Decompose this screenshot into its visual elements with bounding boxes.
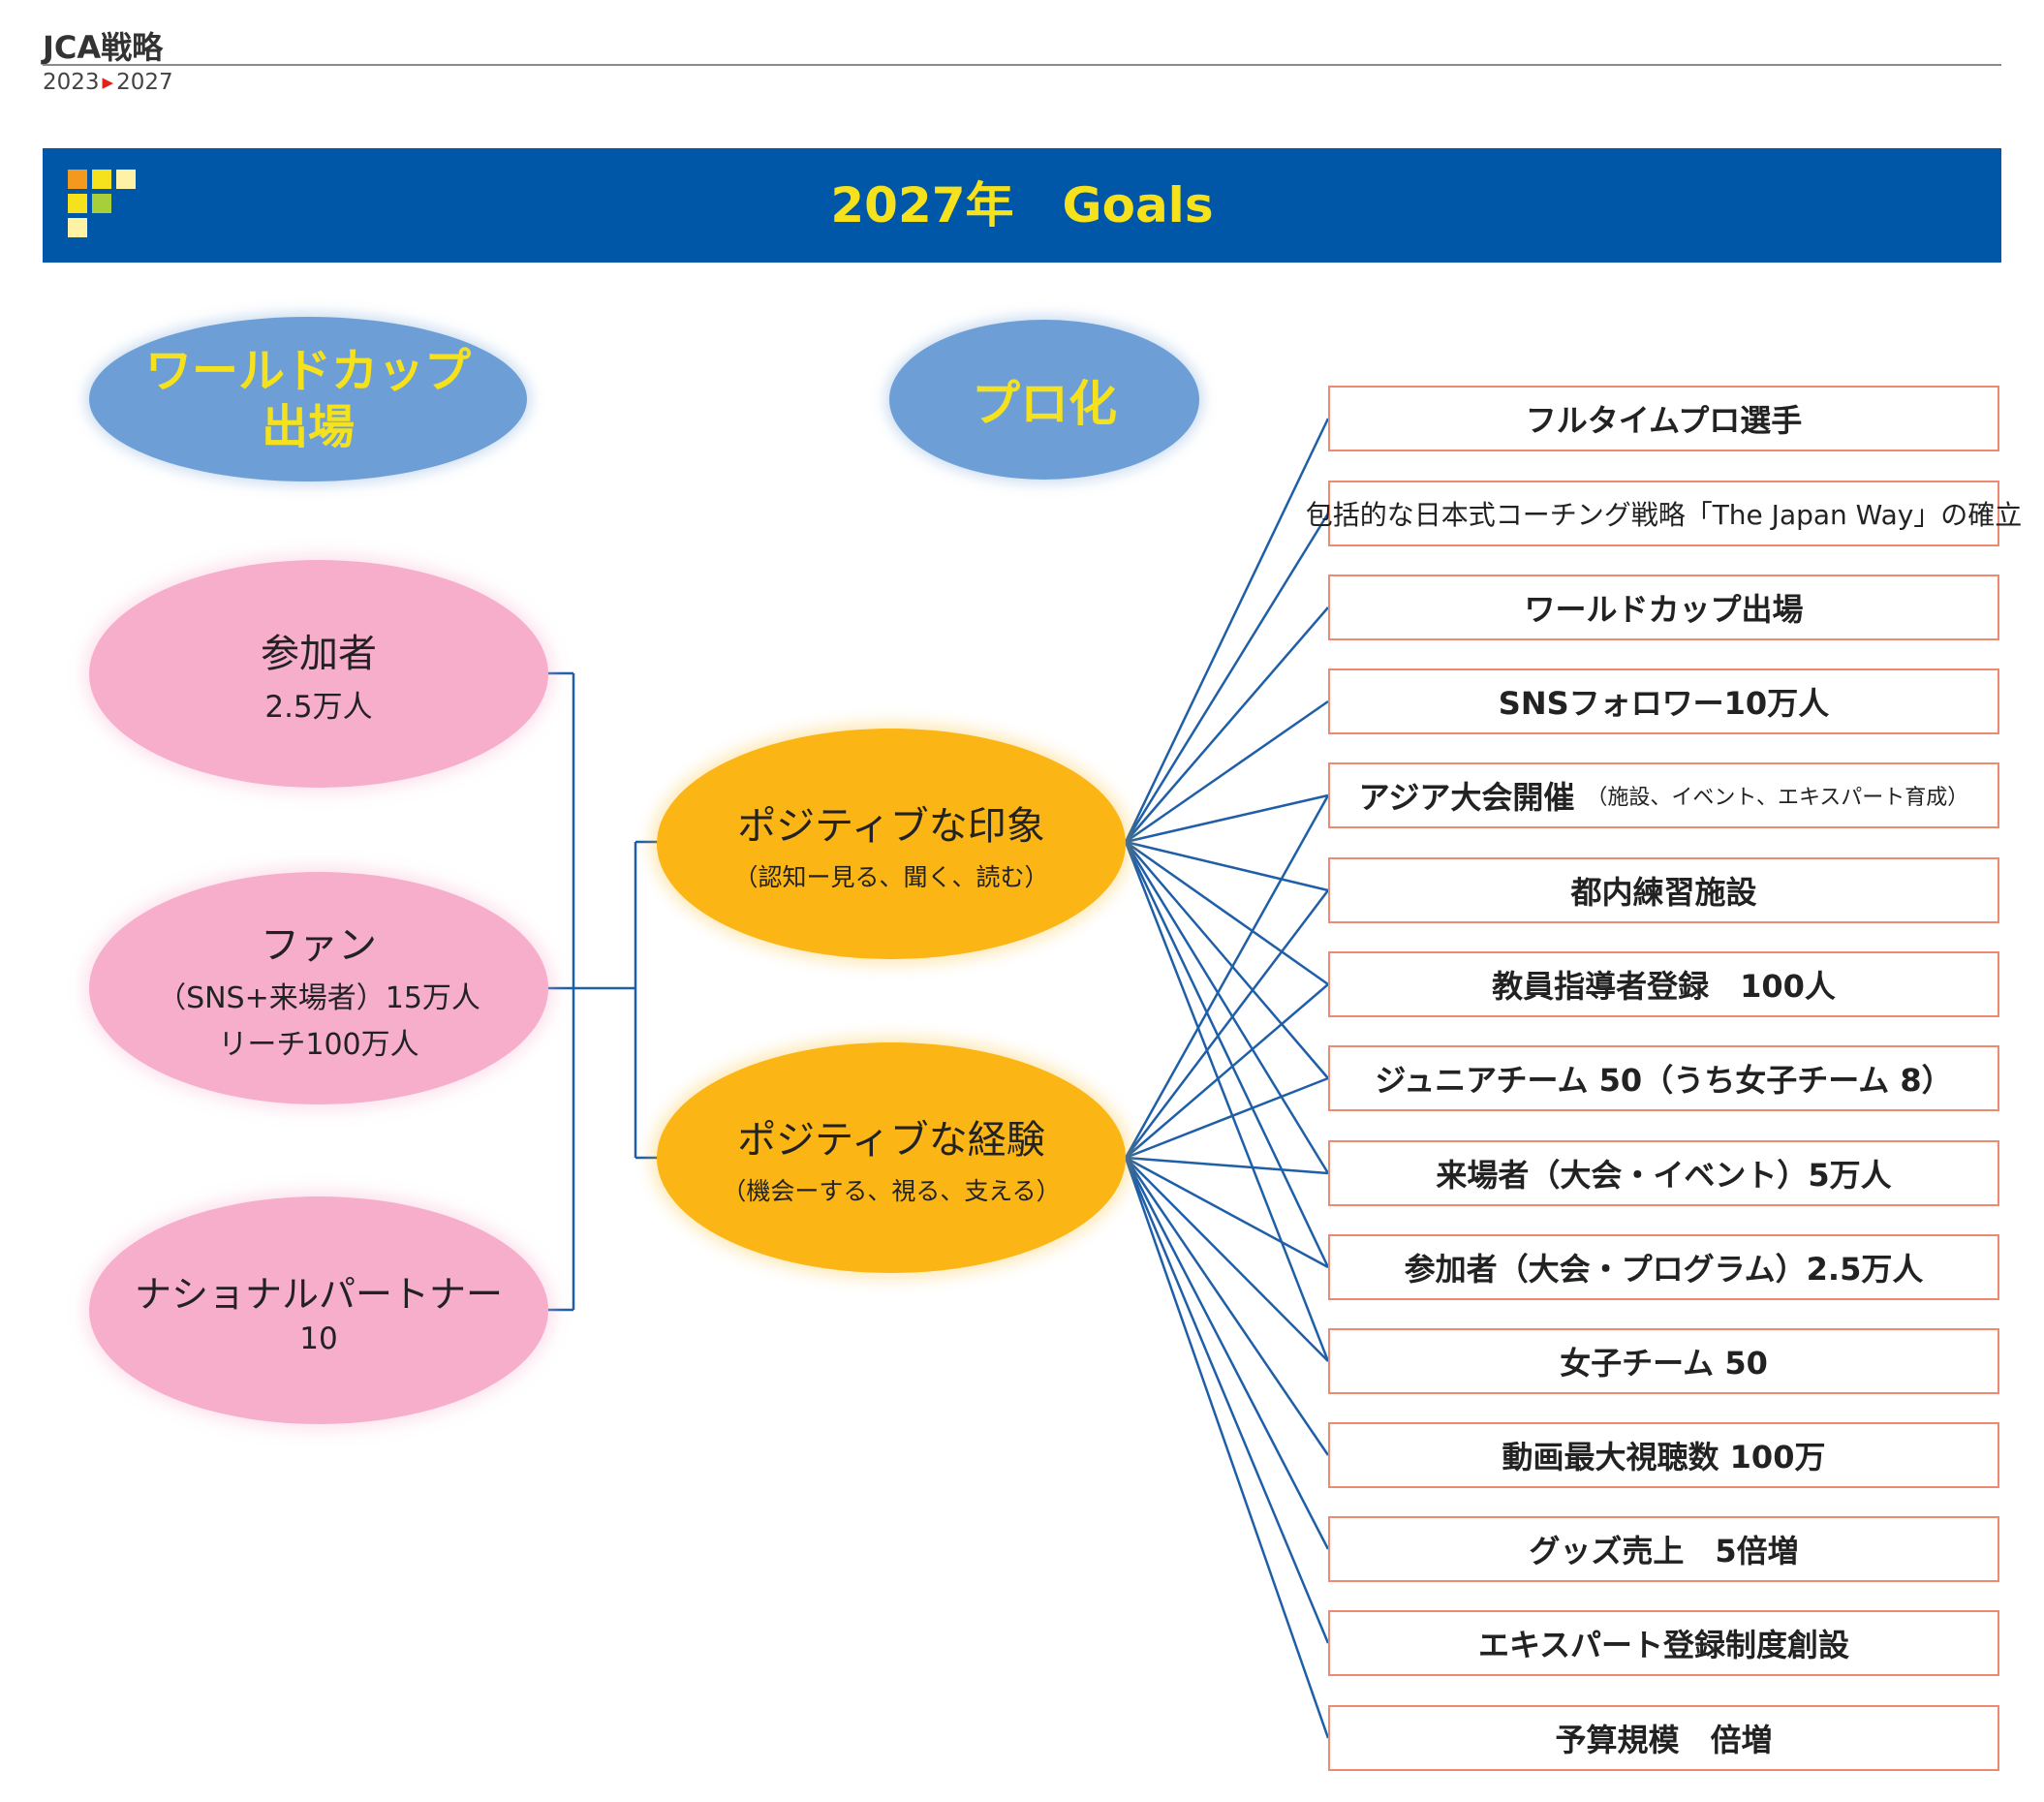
goal-text: 女子チーム 50 <box>1560 1345 1768 1382</box>
connector-line <box>1124 841 1330 1174</box>
audience-name: ナショナルパートナー <box>134 1273 503 1316</box>
connector-line <box>1124 841 1330 1362</box>
goal-box-video-views: 動画最大視聴数 100万 <box>1328 1422 1999 1488</box>
audience-count: （SNS+来場者）15万人 <box>157 981 480 1015</box>
connector-line <box>1125 1076 1329 1160</box>
experience-name: ポジティブな経験 <box>737 1118 1045 1163</box>
connector-line <box>1125 1156 1329 1175</box>
goal-box-spectators: 来場者（大会・イベント）5万人 <box>1328 1140 1999 1206</box>
connector-line <box>1124 513 1330 843</box>
connector-line <box>1125 840 1329 986</box>
goal-oval-pro: プロ化 <box>889 320 1199 480</box>
audience-oval-participants: 参加者 2.5万人 <box>89 560 548 788</box>
goal-note: （施設、イベント、エキスパート育成） <box>1586 786 1969 810</box>
goal-text: グッズ売上 5倍増 <box>1529 1533 1799 1569</box>
connector-line <box>1124 418 1330 843</box>
connector-line <box>1125 1157 1329 1362</box>
goal-box-tokyo-facility: 都内練習施設 <box>1328 857 1999 923</box>
goal-box-merch-sales: グッズ売上 5倍増 <box>1328 1516 1999 1582</box>
experience-name: ポジティブな印象 <box>737 804 1045 849</box>
connector-line <box>1125 983 1329 1159</box>
goal-text: 参加者（大会・プログラム）2.5万人 <box>1404 1251 1924 1288</box>
goal-text: 包括的な日本式コーチング戦略「The Japan Way」の確立 <box>1305 499 2023 531</box>
goal-box-fulltime-pro: フルタイムプロ選手 <box>1328 386 1999 451</box>
connector-line <box>1124 1157 1330 1739</box>
goal-box-asia-tournament: アジア大会開催 （施設、イベント、エキスパート育成） <box>1328 762 1999 828</box>
audience-oval-partners: ナショナルパートナー 10 <box>89 1196 548 1424</box>
audience-oval-fans: ファン （SNS+来場者）15万人 リーチ100万人 <box>89 872 548 1104</box>
connector-line <box>1125 606 1329 843</box>
goal-text: エキスパート登録制度創設 <box>1477 1627 1850 1663</box>
connector-line <box>1124 841 1330 1268</box>
document-title: JCA戦略 <box>43 29 164 66</box>
connector-line <box>1124 794 1330 1159</box>
goal-text: SNSフォロワー10万人 <box>1498 685 1830 722</box>
goal-text: ワールドカップ出場 <box>1524 591 1804 628</box>
goal-text: 都内練習施設 <box>1570 874 1757 911</box>
experience-detail: （機会ーする、視る、支える） <box>722 1177 1061 1205</box>
goal-text: 教員指導者登録 100人 <box>1492 968 1836 1005</box>
goal-box-budget: 予算規模 倍増 <box>1328 1705 1999 1771</box>
goal-text: アジア大会開催 <box>1358 779 1575 816</box>
document-period: 2023 ▶ 2027 <box>43 70 173 95</box>
audience-count: 2.5万人 <box>264 690 373 725</box>
connector-line <box>1125 1156 1329 1269</box>
connector-line <box>1125 841 1329 1079</box>
experience-oval-impression: ポジティブな印象 （認知ー見る、聞く、読む） <box>657 729 1126 959</box>
goal-text: 来場者（大会・イベント）5万人 <box>1436 1157 1892 1194</box>
goal-text: ジュニアチーム 50（うち女子チーム 8） <box>1375 1062 1953 1099</box>
goal-text: 動画最大視聴数 100万 <box>1502 1439 1826 1476</box>
goal-oval-pro-label: プロ化 <box>972 375 1117 432</box>
connector-line <box>1125 840 1329 892</box>
goal-box-sns-followers: SNSフォロワー10万人 <box>1328 668 1999 734</box>
goal-box-teacher-coaches: 教員指導者登録 100人 <box>1328 951 1999 1017</box>
goal-box-worldcup: ワールドカップ出場 <box>1328 575 1999 640</box>
goal-box-participants: 参加者（大会・プログラム）2.5万人 <box>1328 1234 1999 1300</box>
goal-box-womens-teams: 女子チーム 50 <box>1328 1328 1999 1394</box>
goal-box-expert-registry: エキスパート登録制度創設 <box>1328 1610 1999 1676</box>
colored-squares-logo-icon <box>68 170 141 243</box>
goal-oval-worldcup: ワールドカップ 出場 <box>89 317 527 482</box>
goal-text: フルタイムプロ選手 <box>1525 402 1803 439</box>
goals-banner: 2027年 Goals <box>43 148 2001 263</box>
connector-line <box>1125 889 1329 1159</box>
connector-line <box>1124 1157 1330 1644</box>
experience-oval-experience: ポジティブな経験 （機会ーする、視る、支える） <box>657 1042 1126 1273</box>
audience-reach: リーチ100万人 <box>218 1028 419 1062</box>
period-end: 2027 <box>116 70 173 95</box>
connector-line <box>1125 699 1329 844</box>
experience-detail: （認知ー見る、聞く、読む） <box>733 863 1049 891</box>
connector-line <box>1124 1157 1330 1456</box>
connector-line <box>1125 793 1329 844</box>
goal-oval-worldcup-line1: ワールドカップ <box>144 344 471 398</box>
audience-name: 参加者 <box>261 632 377 676</box>
audience-name: ファン <box>261 923 377 968</box>
goal-oval-worldcup-line2: 出場 <box>261 400 355 454</box>
period-start: 2023 <box>43 70 100 95</box>
audience-count: 10 <box>299 1321 338 1356</box>
goal-text: 予算規模 倍増 <box>1555 1722 1773 1758</box>
period-arrow-icon: ▶ <box>102 74 114 91</box>
goal-box-junior-teams: ジュニアチーム 50（うち女子チーム 8） <box>1328 1045 1999 1111</box>
header-divider <box>43 64 2001 66</box>
connector-line <box>1124 1157 1330 1550</box>
banner-title: 2027年 Goals <box>830 177 1214 233</box>
goal-box-japan-way: 包括的な日本式コーチング戦略「The Japan Way」の確立 <box>1306 481 2022 546</box>
